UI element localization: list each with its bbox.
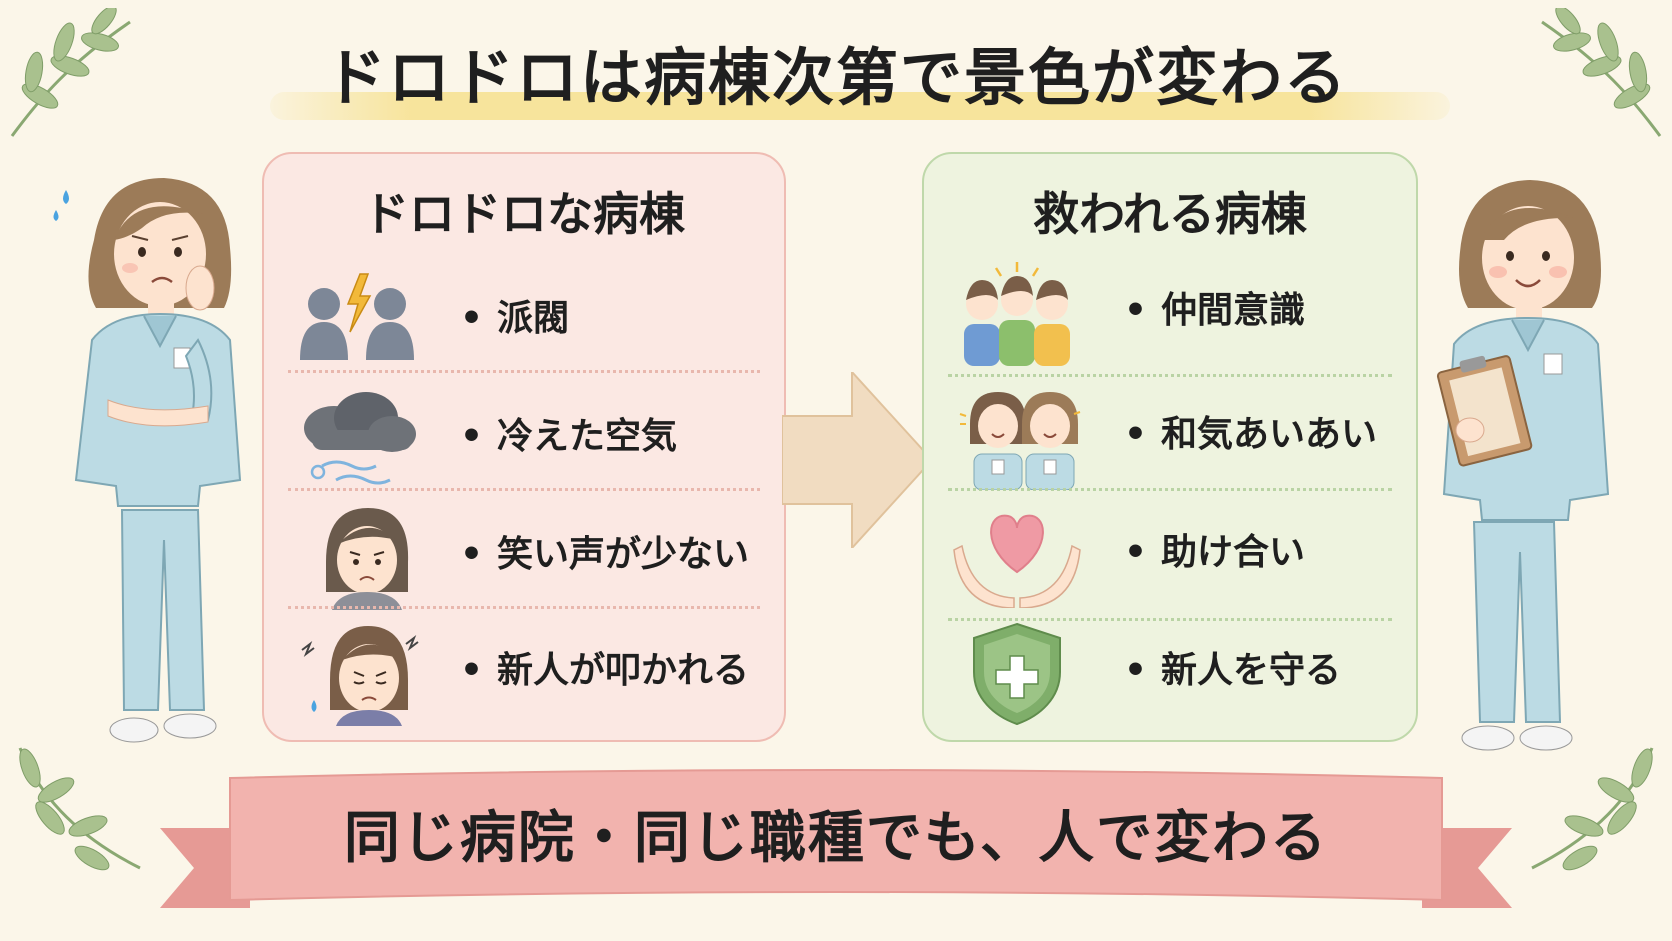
good-ward-panel: 救われる病棟 仲間意識 和気あい <box>922 152 1418 742</box>
factions-lightning-icon <box>300 273 414 360</box>
bad-ward-title: ドロドロな病棟 <box>363 187 685 241</box>
shield-cross-icon <box>973 622 1061 726</box>
dotted-divider <box>288 488 760 491</box>
title-highlight <box>270 92 1450 120</box>
leaf-sprig-bottom-right-icon <box>1531 747 1654 871</box>
good-ward-item-label: 助け合い <box>1124 526 1305 580</box>
crying-newcomer-icon <box>301 626 419 726</box>
good-ward-item: 助け合い <box>924 496 1416 614</box>
good-ward-item-label: 新人を守る <box>1124 644 1341 698</box>
bad-ward-item-label: 笑い声が少ない <box>460 528 749 582</box>
bad-ward-item: 笑い声が少ない <box>264 498 784 616</box>
dotted-divider <box>948 488 1392 491</box>
transition-arrow-icon <box>782 372 932 548</box>
friendly-chat-icon <box>959 392 1081 490</box>
ribbon-banner <box>160 769 1512 908</box>
dotted-divider <box>948 618 1392 621</box>
bad-ward-panel: ドロドロな病棟 派閥 冷えた空気 <box>262 152 786 742</box>
bad-ward-item: 新人が叩かれる <box>264 614 784 732</box>
bad-ward-item-label: 派閥 <box>460 292 569 346</box>
leaf-sprig-bottom-left-icon <box>18 747 141 871</box>
sad-face-icon <box>326 508 409 610</box>
leaf-sprig-top-right-icon <box>1541 8 1662 137</box>
heart-hands-icon <box>953 514 1081 608</box>
dotted-divider <box>288 370 760 373</box>
bad-ward-item: 冷えた空気 <box>264 380 784 498</box>
worried-nurse-illustration <box>53 178 242 743</box>
page-title: ドロドロは病棟次第で景色が変わる <box>323 41 1348 114</box>
good-ward-item: 仲間意識 <box>924 254 1416 372</box>
good-ward-title: 救われる病棟 <box>1033 187 1307 241</box>
good-ward-item: 和気あいあい <box>924 378 1416 496</box>
dotted-divider <box>288 606 760 609</box>
leaf-sprig-top-left-icon <box>10 8 131 137</box>
good-ward-item-label: 和気あいあい <box>1124 408 1377 462</box>
bad-ward-item-label: 冷えた空気 <box>460 410 677 464</box>
team-hug-icon <box>964 262 1070 366</box>
good-ward-item-label: 仲間意識 <box>1124 284 1305 338</box>
bad-ward-item-label: 新人が叩かれる <box>460 644 749 698</box>
dotted-divider <box>948 374 1392 377</box>
bottom-message: 同じ病院・同じ職種でも、人で変わる <box>343 806 1329 871</box>
bad-ward-item: 派閥 <box>264 262 784 380</box>
good-ward-item: 新人を守る <box>924 614 1416 732</box>
smiling-nurse-illustration <box>1436 180 1610 751</box>
storm-cloud-icon <box>304 392 416 485</box>
